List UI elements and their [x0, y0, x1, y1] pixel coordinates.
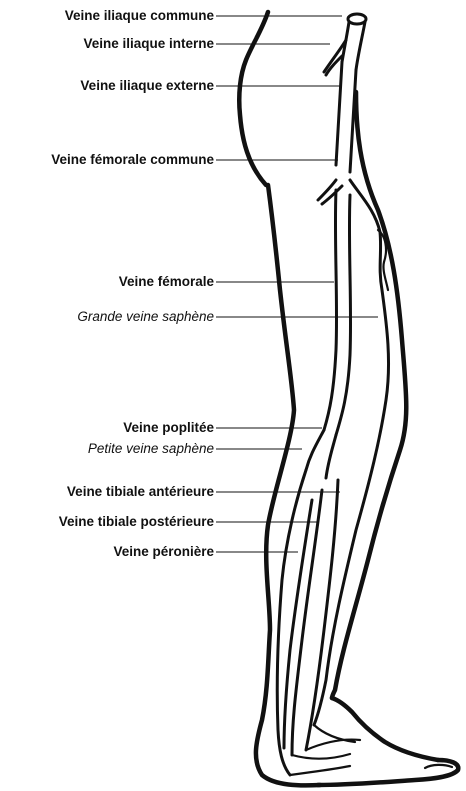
- popliteal-vein: [306, 430, 336, 478]
- label-text: Veine tibiale postérieure: [59, 514, 215, 529]
- femoral-common-branch: [318, 180, 342, 204]
- iliac-common-opening: [348, 14, 366, 24]
- label-femorale: Veine fémorale: [119, 274, 334, 289]
- leg-outline: [239, 12, 458, 785]
- label-femorale-commune: Veine fémorale commune: [51, 152, 338, 167]
- label-iliaque-interne: Veine iliaque interne: [83, 36, 330, 51]
- label-text: Grande veine saphène: [77, 309, 214, 324]
- label-text: Veine iliaque externe: [80, 78, 214, 93]
- femoral-vein: [324, 190, 351, 435]
- foot-sole-contour: [318, 760, 458, 785]
- iliac-common-vein: [342, 22, 365, 70]
- label-text: Veine fémorale: [119, 274, 215, 289]
- foot-top-contour: [332, 698, 438, 760]
- label-text: Veine fémorale commune: [51, 152, 214, 167]
- calf-back-contour: [256, 185, 320, 785]
- label-peroniere: Veine péronière: [113, 544, 298, 559]
- label-grande-saphene: Grande veine saphène: [77, 309, 378, 324]
- toe-line: [425, 765, 452, 768]
- anterior-tibial-vein: [306, 480, 338, 750]
- thigh-back-contour: [239, 12, 268, 185]
- label-text: Veine iliaque interne: [83, 36, 214, 51]
- label-text: Veine tibiale antérieure: [67, 484, 215, 499]
- label-text: Veine iliaque commune: [65, 8, 215, 23]
- label-tibiale-posterieure: Veine tibiale postérieure: [59, 514, 318, 529]
- front-contour: [332, 92, 406, 698]
- label-iliaque-commune: Veine iliaque commune: [65, 8, 342, 23]
- label-iliaque-externe: Veine iliaque externe: [80, 78, 340, 93]
- foot-veins: [290, 725, 360, 775]
- label-text: Veine péronière: [113, 544, 214, 559]
- label-text: Veine poplitée: [123, 420, 214, 435]
- label-text: Petite veine saphène: [88, 441, 214, 456]
- iliac-external-vein: [336, 62, 356, 172]
- label-petite-saphene: Petite veine saphène: [88, 441, 302, 456]
